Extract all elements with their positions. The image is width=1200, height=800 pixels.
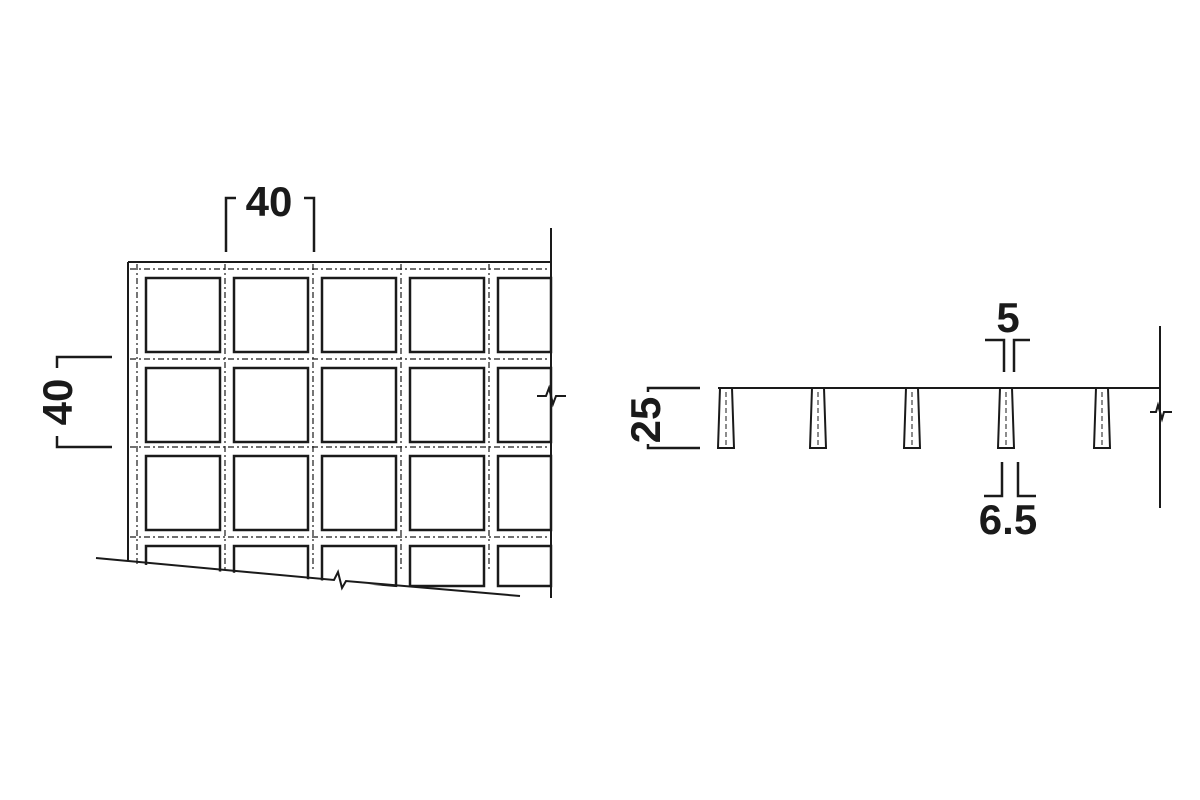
grid-cell xyxy=(320,454,398,532)
grid-cell xyxy=(408,366,486,444)
grid-cell xyxy=(144,366,222,444)
grid-cell xyxy=(496,366,553,444)
grid-cell xyxy=(144,454,222,532)
cell-width-label: 40 xyxy=(246,178,293,225)
grid-cell xyxy=(232,366,310,444)
grid-cell xyxy=(320,276,398,354)
grating-grid xyxy=(90,255,573,640)
bottom-break-line xyxy=(95,557,521,597)
plan-view: 40 40 xyxy=(34,178,573,640)
right-break-line xyxy=(537,228,566,598)
grid-cell xyxy=(408,544,486,588)
section-view: 25 5 6.5 xyxy=(622,294,1172,543)
bar-bottom-width-label: 6.5 xyxy=(979,496,1037,543)
grid-cell xyxy=(408,454,486,532)
grid-cell xyxy=(320,366,398,444)
depth-label: 25 xyxy=(622,397,669,444)
bar-section xyxy=(808,387,828,449)
grid-cell xyxy=(232,276,310,354)
cell-height-dimension: 40 xyxy=(34,355,112,449)
bar-top-width-dimension: 5 xyxy=(985,294,1030,372)
bar-sections xyxy=(716,387,1112,449)
grid-cell xyxy=(232,454,310,532)
cell-width-dimension: 40 xyxy=(224,178,316,252)
grid-cell xyxy=(496,544,553,588)
bar-section xyxy=(996,387,1016,449)
bar-top-width-label: 5 xyxy=(996,294,1019,341)
grid-cell xyxy=(496,276,553,354)
grid-cell xyxy=(408,276,486,354)
bar-section xyxy=(716,387,736,449)
grid-cell xyxy=(144,276,222,354)
cell-height-label: 40 xyxy=(34,379,81,426)
grid-cell xyxy=(496,454,553,532)
depth-dimension: 25 xyxy=(622,386,700,450)
bar-bottom-width-dimension: 6.5 xyxy=(979,462,1037,543)
bar-section xyxy=(1092,387,1112,449)
bar-section xyxy=(902,387,922,449)
